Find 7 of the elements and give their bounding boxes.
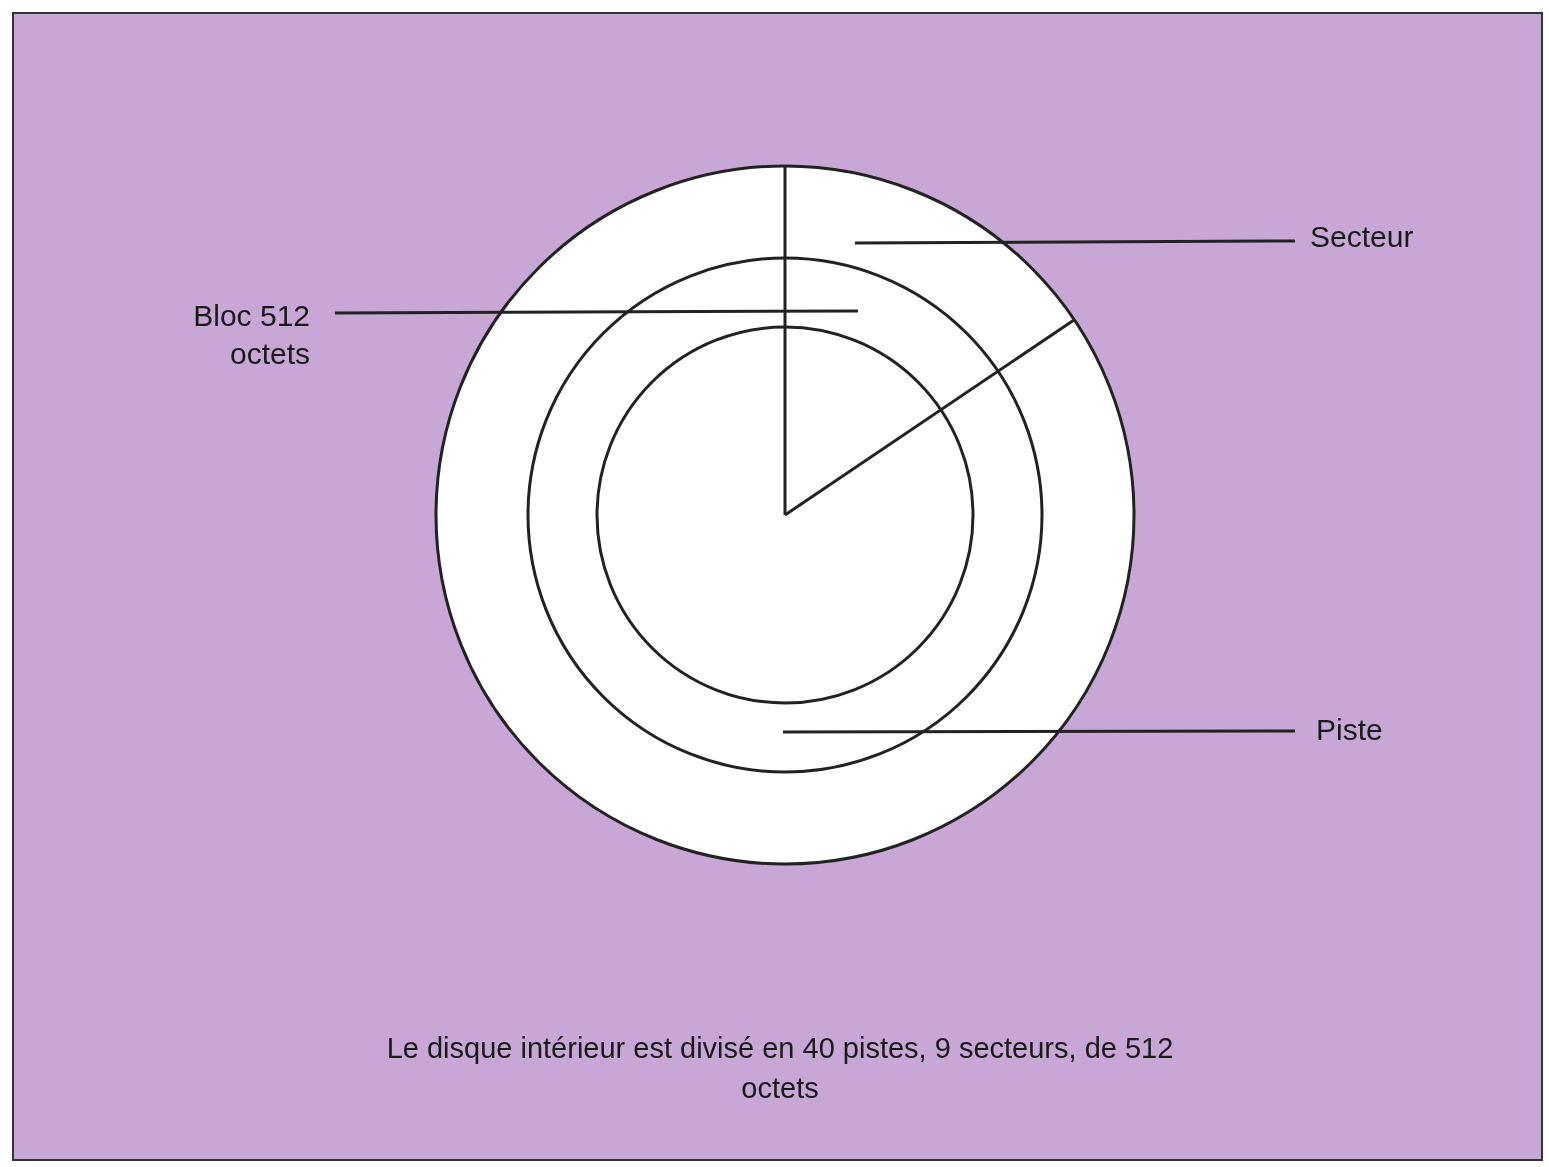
leader-line <box>335 309 858 315</box>
leader-line <box>783 729 1295 734</box>
callout-label: Piste <box>1316 711 1383 749</box>
caption: Le disque intérieur est divisé en 40 pistes, 9 secteurs, de 512 octets <box>385 1031 1175 1106</box>
leader-line <box>855 239 1295 245</box>
callout-label: Secteur <box>1310 218 1414 256</box>
callout-label: Bloc 512 octets <box>110 297 310 373</box>
